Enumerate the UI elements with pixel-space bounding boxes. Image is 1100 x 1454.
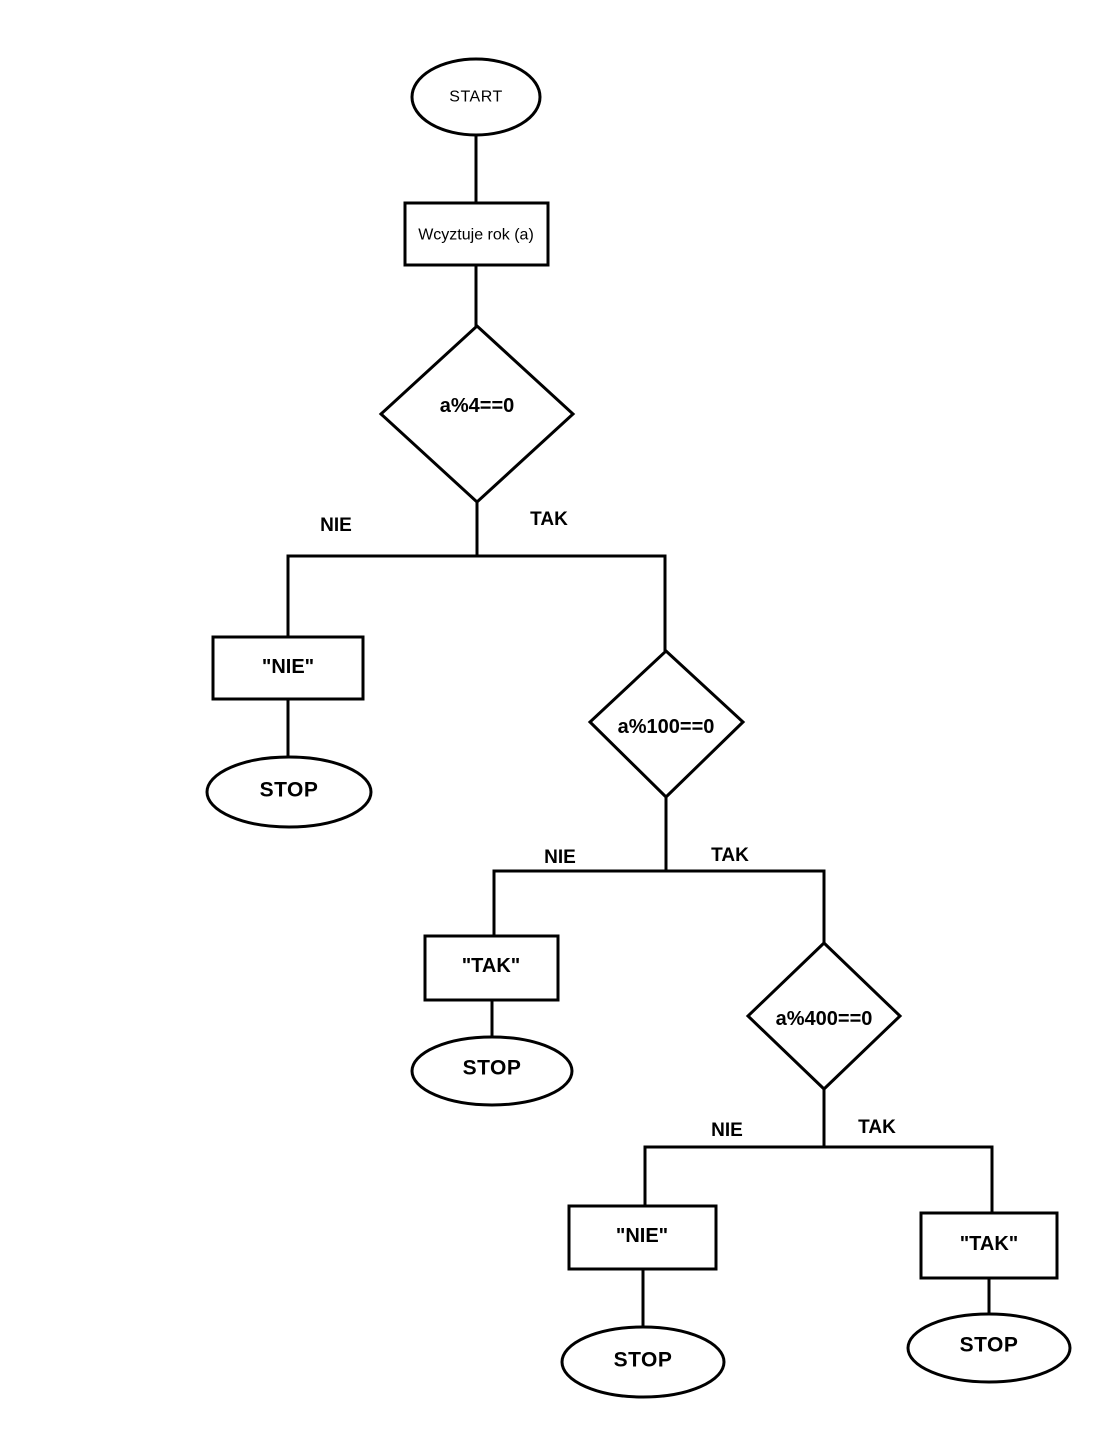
- output-nie2-node: "NIE": [567, 1204, 718, 1271]
- start-ellipse: [410, 57, 542, 137]
- output-tak1-node: "TAK": [423, 934, 560, 1002]
- decision-mod100-node: a%100==0: [587, 648, 746, 800]
- decision-mod400-label: a%400==0: [776, 1008, 873, 1030]
- output-tak2-label: "TAK": [960, 1233, 1019, 1255]
- branch-label-mod100-tak: TAK: [711, 845, 749, 866]
- stop4-node: STOP: [906, 1312, 1072, 1384]
- read-year-node: Wcyztuje rok (a): [403, 201, 550, 267]
- decision-mod4-diamond: [378, 323, 576, 505]
- decision-mod4-node: a%4==0: [378, 323, 576, 505]
- branch-label-mod4-tak: TAK: [530, 509, 568, 530]
- branch-label-mod400-tak: TAK: [858, 1117, 896, 1138]
- output-tak2-rect: [919, 1211, 1059, 1280]
- stop2-node: STOP: [410, 1035, 574, 1107]
- start-node: START: [410, 57, 542, 137]
- output-nie2-rect: [567, 1204, 718, 1271]
- output-tak1-label: "TAK": [462, 955, 521, 977]
- decision-mod100-label: a%100==0: [618, 716, 715, 738]
- decision-mod4-label: a%4==0: [440, 395, 515, 417]
- branch-label-mod100-nie: NIE: [544, 847, 576, 868]
- decision-mod400-diamond: [745, 940, 903, 1092]
- output-nie2-label: "NIE": [616, 1225, 668, 1247]
- stop4-label: STOP: [960, 1334, 1019, 1357]
- branch-label-mod4-nie: NIE: [320, 515, 352, 536]
- stop2-ellipse: [410, 1035, 574, 1107]
- stop3-ellipse: [560, 1325, 726, 1399]
- output-nie1-label: "NIE": [262, 656, 314, 678]
- stop1-node: STOP: [205, 755, 373, 829]
- start-label: START: [449, 89, 502, 106]
- stop3-label: STOP: [614, 1349, 673, 1372]
- output-tak1-rect: [423, 934, 560, 1002]
- read-year-label: Wcyztuje rok (a): [418, 227, 534, 244]
- output-nie1-node: "NIE": [211, 635, 365, 701]
- stop3-node: STOP: [560, 1325, 726, 1399]
- stop2-label: STOP: [463, 1057, 522, 1080]
- stop1-label: STOP: [260, 779, 319, 802]
- decision-mod400-node: a%400==0: [745, 940, 903, 1092]
- stop4-ellipse: [906, 1312, 1072, 1384]
- read-year-rect: [403, 201, 550, 267]
- stop1-ellipse: [205, 755, 373, 829]
- decision-mod100-diamond: [587, 648, 746, 800]
- output-tak2-node: "TAK": [919, 1211, 1059, 1280]
- output-nie1-rect: [211, 635, 365, 701]
- branch-label-mod400-nie: NIE: [711, 1120, 743, 1141]
